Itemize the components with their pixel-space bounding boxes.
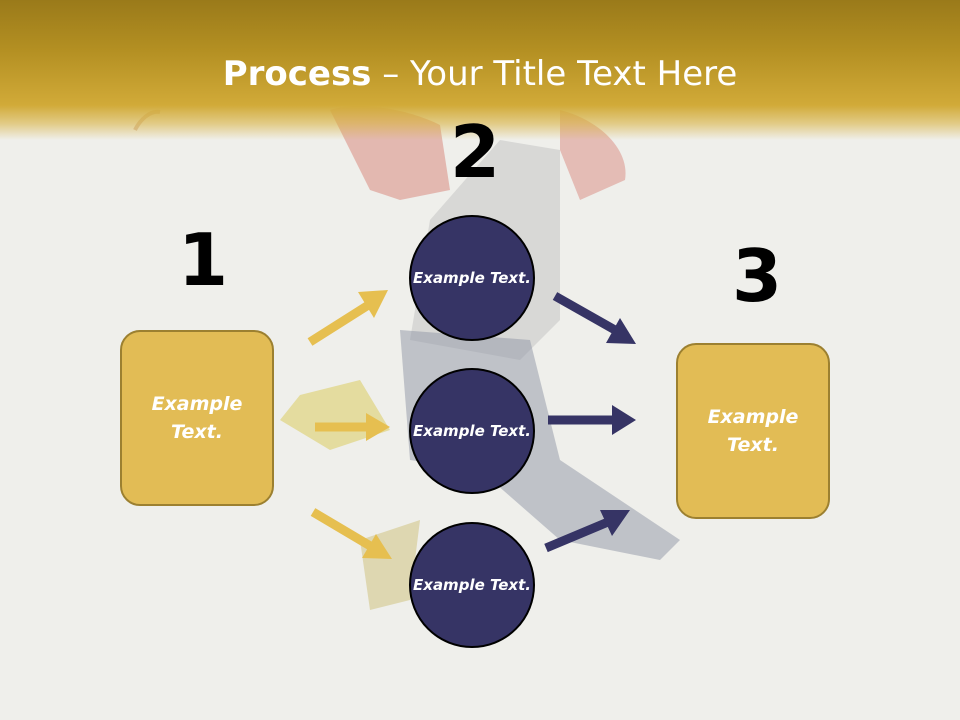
title-bold: Process [222, 54, 372, 94]
arrow-gold-right [315, 413, 390, 441]
step-1-box: Example Text. [120, 330, 274, 506]
step-number-2: 2 [450, 110, 501, 194]
arrow-navy-down [552, 292, 636, 344]
title-rest: – Your Title Text Here [371, 54, 738, 94]
step-2-text-middle: Example Text. [413, 421, 531, 440]
step-3-text: Example Text. [707, 405, 799, 457]
step-2-text-bottom: Example Text. [413, 575, 531, 594]
step-number-3: 3 [732, 234, 783, 318]
title-bar [0, 0, 960, 140]
step-3-box: Example Text. [676, 343, 830, 519]
step-2-circle-top: Example Text. [409, 215, 535, 341]
arrow-gold-up [307, 290, 388, 346]
step-1-text: Example Text. [151, 392, 243, 444]
step-number-1: 1 [178, 218, 229, 302]
step-2-circle-middle: Example Text. [409, 368, 535, 494]
slide-title: Process – Your Title Text Here [0, 54, 960, 94]
step-2-circle-bottom: Example Text. [409, 522, 535, 648]
arrow-navy-right [548, 405, 636, 435]
arrow-gold-down [310, 508, 392, 559]
step-2-text-top: Example Text. [413, 268, 531, 287]
arrow-navy-up [544, 510, 630, 553]
